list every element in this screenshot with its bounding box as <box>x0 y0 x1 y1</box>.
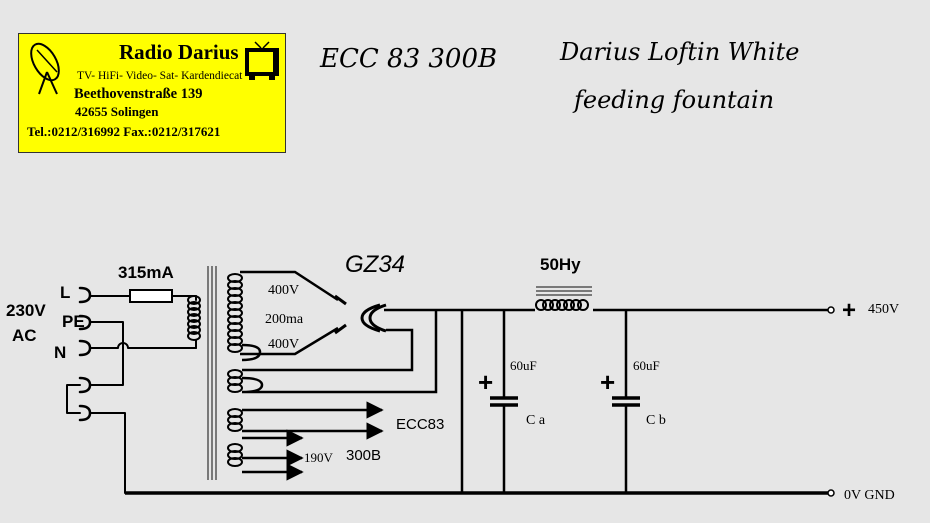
television-icon <box>245 41 279 80</box>
output-terminal-ground <box>827 489 835 497</box>
winding-bottom-label: 400V <box>268 337 299 352</box>
socket-line <box>78 286 92 304</box>
rectifier-label: GZ34 <box>345 251 405 278</box>
output-terminal-450v <box>827 306 835 314</box>
winding-top-label: 400V <box>268 283 299 298</box>
cap-a-name: C a <box>526 413 546 428</box>
choke-inductor <box>535 286 592 311</box>
cap-a-value: 60uF <box>510 358 537 373</box>
fuse <box>129 289 173 303</box>
company-phone-fax: Tel.:0212/316992 Fax.:0212/317621 <box>27 124 221 139</box>
transformer-ecc83-heater-coil <box>227 408 244 432</box>
filament-300b-label: 300B <box>346 447 381 464</box>
company-city: 42655 Solingen <box>75 104 159 119</box>
cap-a-plus: + <box>478 367 493 397</box>
output-plus-label: + <box>842 297 856 324</box>
socket-pe-out <box>78 376 92 394</box>
company-street: Beethovenstraße 139 <box>74 86 203 102</box>
company-logo: Radio Darius TV- HiFi- Video- Sat- Karde… <box>18 33 286 153</box>
company-name: Radio Darius <box>119 40 239 64</box>
socket-neutral-out <box>78 404 92 422</box>
mains-ac-label: AC <box>12 326 37 345</box>
company-services: TV- HiFi- Video- Sat- Kardendiecat <box>77 70 243 82</box>
cap-b-value: 60uF <box>633 358 660 373</box>
transformer-primary-coil <box>187 295 201 349</box>
tube-heading: ECC 83 300B <box>320 44 498 74</box>
output-voltage-label: 450V <box>868 302 899 317</box>
cap-b-name: C b <box>646 413 666 428</box>
cap-b-plus: + <box>600 367 615 397</box>
socket-neutral <box>78 339 92 357</box>
mains-voltage-label: 230V <box>6 301 46 320</box>
gz34-rectifier <box>334 294 387 335</box>
title-line-2: feeding fountain <box>574 86 775 114</box>
choke-label: 50Hy <box>540 255 581 274</box>
line-label: L <box>60 283 70 302</box>
winding-current-label: 200ma <box>265 312 304 327</box>
title-line-1: Darius Loftin White <box>560 38 800 66</box>
ground-label: 0V GND <box>844 488 895 503</box>
filament-300b-voltage: 190V <box>304 450 334 465</box>
transformer-300b-heater-coil <box>227 443 244 467</box>
transformer-secondary-hv-coil <box>227 273 244 353</box>
transformer-rectifier-heater-coil <box>227 369 244 393</box>
ecc83-label: ECC83 <box>396 416 444 433</box>
fuse-label: 315mA <box>118 263 174 282</box>
pe-label: PE <box>62 312 85 331</box>
neutral-label: N <box>54 343 66 362</box>
transformer-core <box>207 266 217 480</box>
satellite-dish-icon <box>30 42 60 95</box>
